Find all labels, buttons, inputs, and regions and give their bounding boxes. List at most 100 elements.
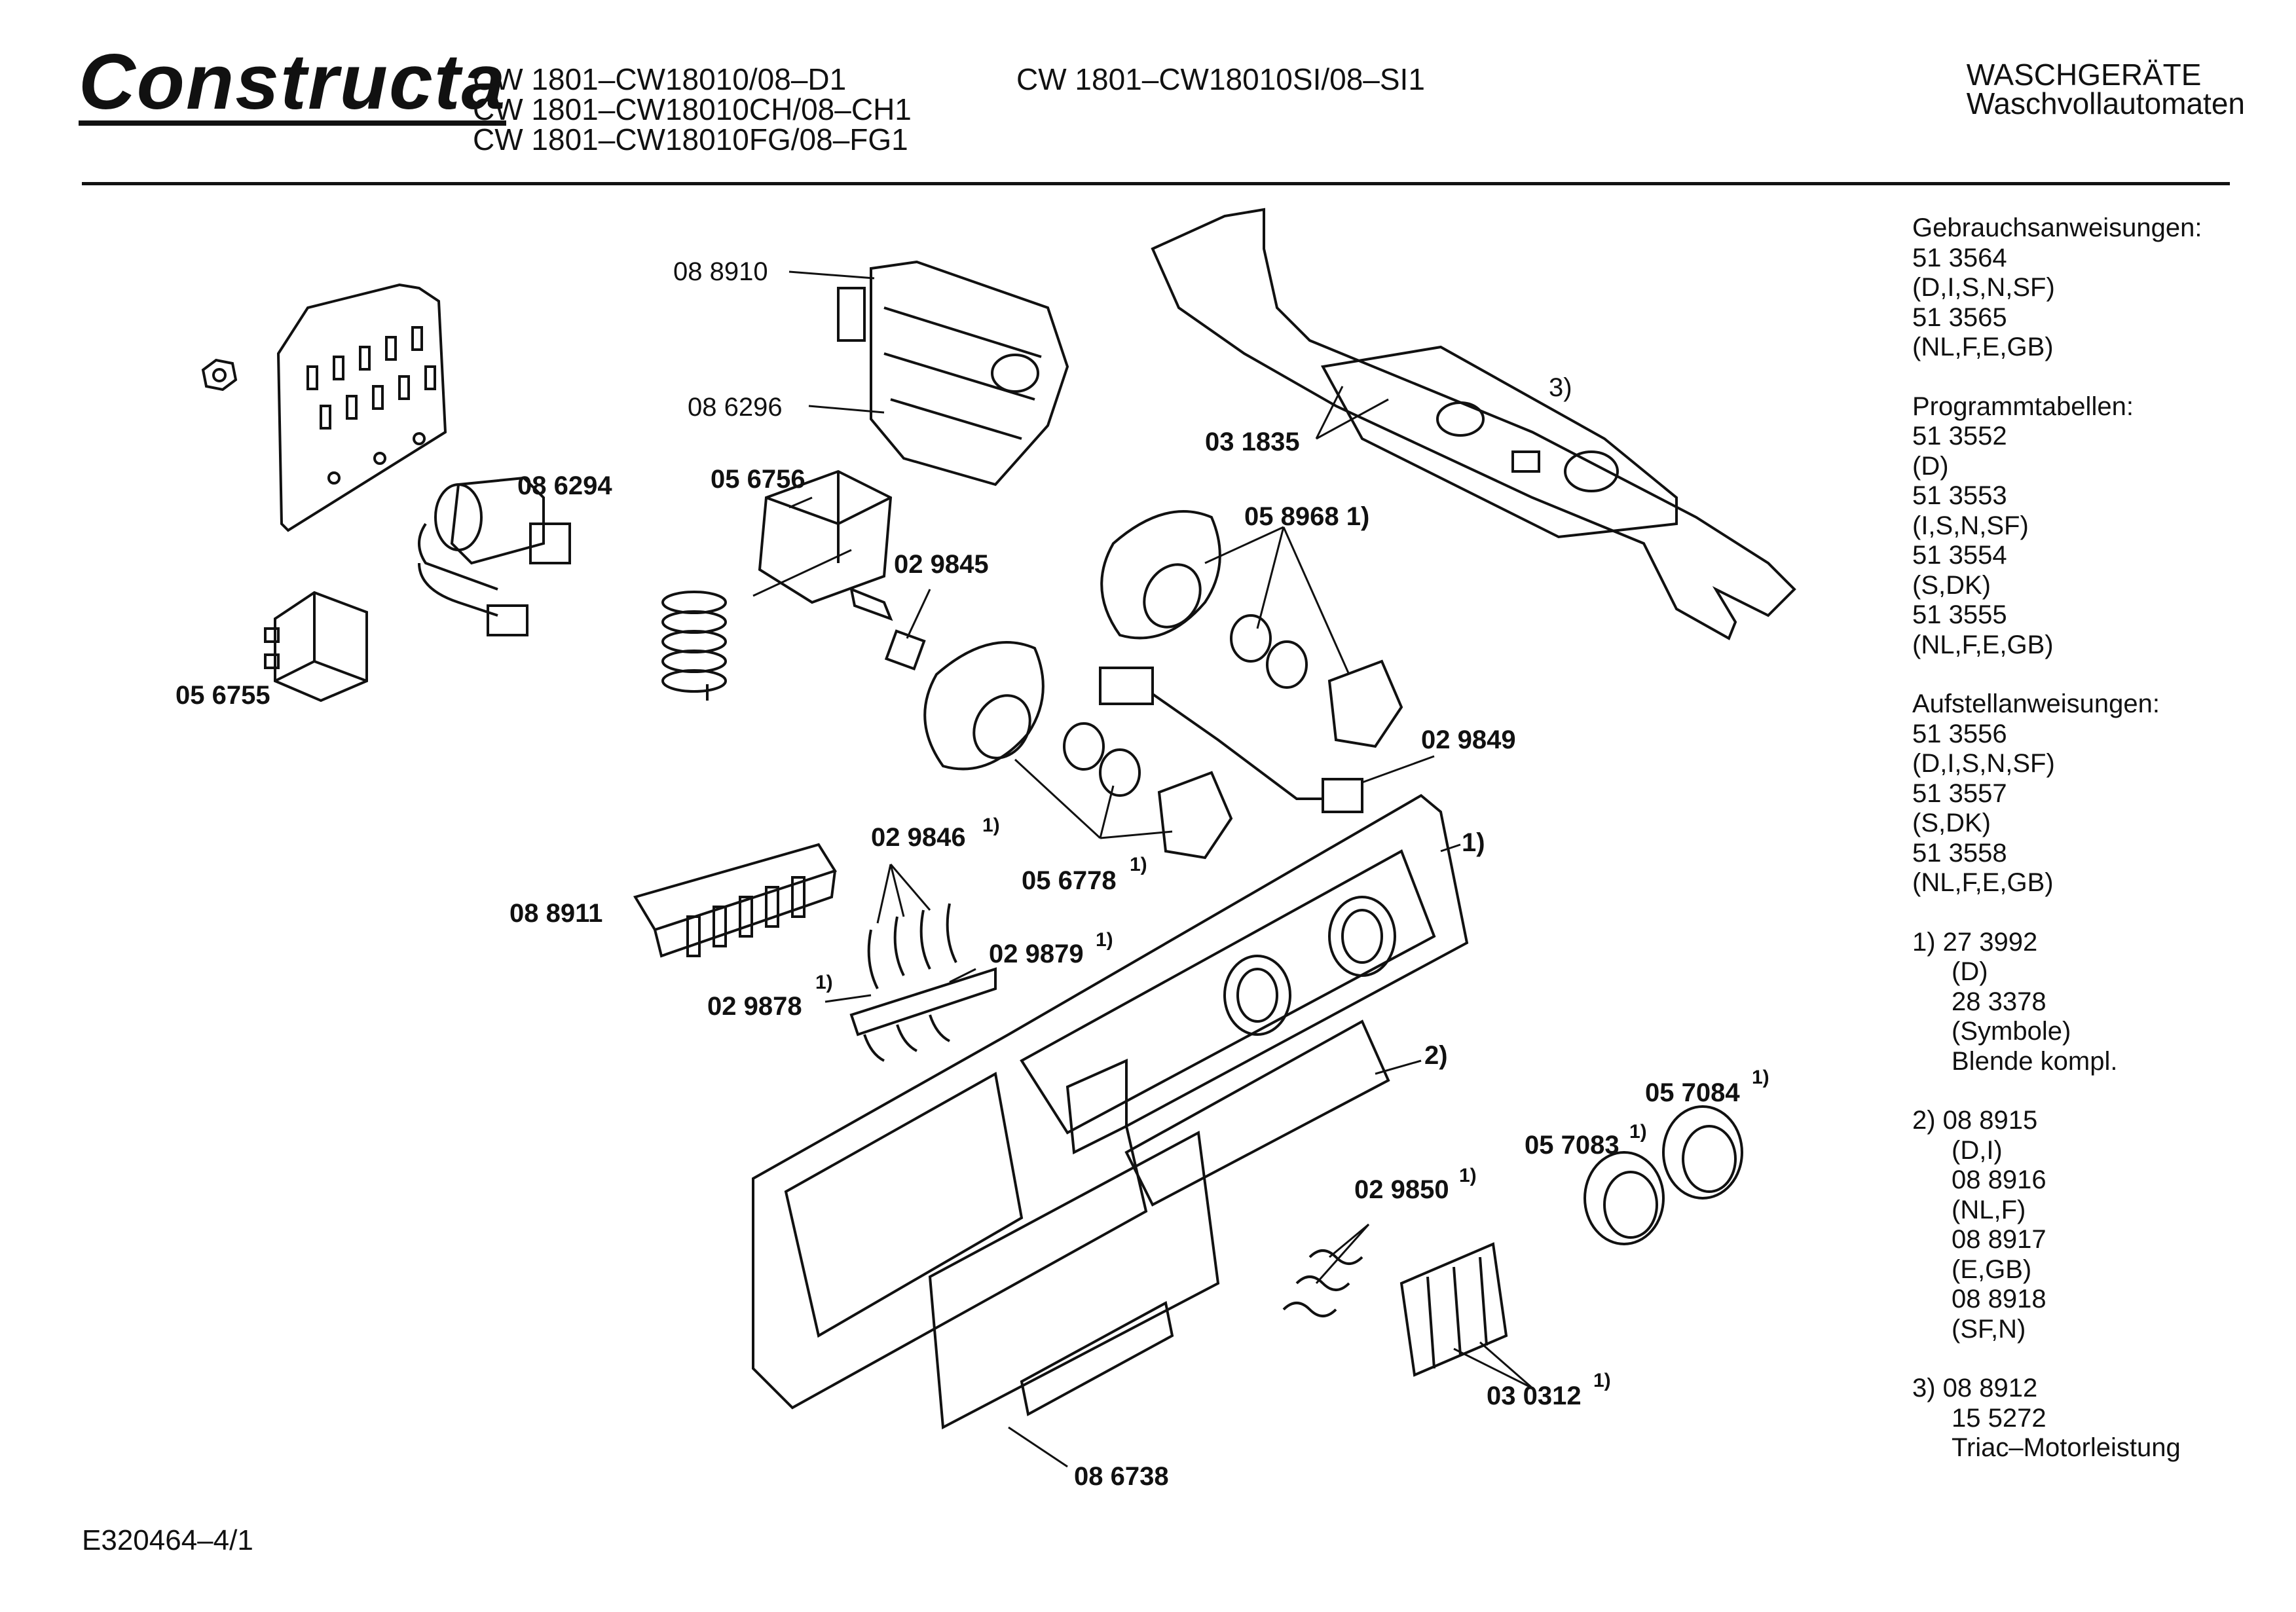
button-strip <box>1124 1019 1390 1207</box>
note-line: 08 8917 <box>1952 1225 2046 1254</box>
manuals-title: Gebrauchsanweisungen: <box>1912 213 2202 242</box>
model-line: CW 1801–CW18010SI/08–SI1 <box>1016 62 1425 96</box>
capacitor-part <box>418 476 571 636</box>
bracket-plate <box>276 283 447 532</box>
install-line: 51 3557 <box>1912 779 2007 808</box>
label-029850: 02 9850 <box>1354 1175 1449 1204</box>
label-note-3: 3) <box>1549 373 1572 402</box>
note-1-head: 1) 27 3992 <box>1912 927 2038 957</box>
label-029849: 02 9849 <box>1421 725 1516 754</box>
tables-title: Programmtabellen: <box>1912 392 2134 421</box>
document-reference: E320464–4/1 <box>82 1524 253 1556</box>
note-line: 08 8918 <box>1952 1285 2046 1313</box>
note-line: (D) <box>1952 957 1988 986</box>
note-line: Triac–Motorleistung <box>1952 1433 2181 1462</box>
superscript-note: 1) <box>1629 1121 1647 1143</box>
manual-line: 51 3564 <box>1912 243 2007 272</box>
table-line: 51 3553 <box>1912 481 2007 510</box>
knob-upper <box>1100 510 1221 640</box>
relay-part <box>264 591 368 703</box>
control-board <box>1151 208 1796 640</box>
manual-line: (NL,F,E,GB) <box>1912 333 2054 361</box>
control-panel-fascia <box>752 794 1469 1410</box>
label-056756: 05 6756 <box>711 465 805 494</box>
rotary-knob-left <box>1583 1151 1665 1245</box>
install-line: 51 3556 <box>1912 719 2007 748</box>
manual-line: 51 3565 <box>1912 302 2007 332</box>
label-note-1: 1) <box>1462 828 1485 857</box>
note-line: Blende kompl. <box>1952 1046 2118 1076</box>
install-line: (NL,F,E,GB) <box>1912 868 2054 897</box>
rotary-knob-right <box>1662 1105 1743 1200</box>
note-line: 08 8916 <box>1952 1165 2046 1194</box>
superscript-note: 1) <box>1752 1067 1769 1088</box>
door-cover <box>928 1130 1220 1430</box>
superscript-note: 1) <box>815 972 833 993</box>
model-line: CW 1801–CW18010CH/08–CH1 <box>473 92 912 126</box>
brand-logo: Constructa <box>79 38 507 126</box>
label-086738: 08 6738 <box>1074 1462 1169 1491</box>
connector-cable <box>1099 667 1363 813</box>
label-056778: 05 6778 <box>1022 866 1117 895</box>
install-line: (S,DK) <box>1912 809 1991 837</box>
table-line: 51 3555 <box>1912 600 2007 629</box>
label-029878: 02 9878 <box>707 992 802 1021</box>
contact-springs <box>849 903 997 1062</box>
spring-pins <box>1282 1249 1363 1317</box>
hex-nut <box>201 358 238 392</box>
note-line: (D,I) <box>1952 1135 2003 1165</box>
pushbuttons <box>1399 1242 1508 1377</box>
label-note-2: 2) <box>1424 1041 1448 1070</box>
table-line: (I,S,N,SF) <box>1912 511 2029 540</box>
subcategory: Waschvollautomaten <box>1966 86 2245 120</box>
leader-lines <box>752 270 1533 1468</box>
table-line: (D) <box>1912 451 1949 481</box>
label-056755: 05 6755 <box>176 681 270 710</box>
sidebar-parts-info: Gebrauchsanweisungen: 51 3564 (D,I,S,N,S… <box>1912 213 2202 1463</box>
small-coupling <box>884 629 926 671</box>
note-line: (Symbole) <box>1952 1017 2071 1046</box>
note-line: (E,GB) <box>1952 1255 2032 1284</box>
label-057084: 05 7084 <box>1645 1078 1740 1107</box>
model-line: CW 1801–CW18010FG/08–FG1 <box>473 122 908 156</box>
table-line: (S,DK) <box>1912 570 1991 600</box>
install-line: (D,I,S,N,SF) <box>1912 749 2055 778</box>
table-line: (NL,F,E,GB) <box>1912 630 2054 659</box>
category-block: WASCHGERÄTE Waschvollautomaten <box>1966 58 2245 120</box>
superscript-note: 1) <box>1096 929 1113 951</box>
model-line: CW 1801–CW18010/08–D1 <box>473 62 847 96</box>
model-list-right: CW 1801–CW18010SI/08–SI1 <box>1016 64 1425 94</box>
label-029879: 02 9879 <box>989 940 1084 968</box>
superscript-note: 1) <box>1459 1165 1477 1186</box>
note-line: (NL,F) <box>1952 1195 2026 1224</box>
label-058968: 05 8968 1) <box>1244 502 1369 531</box>
superscript-note: 1) <box>1593 1370 1611 1391</box>
label-029845: 02 9845 <box>894 550 989 579</box>
label-057083: 05 7083 <box>1525 1131 1620 1160</box>
install-line: 51 3558 <box>1912 838 2007 868</box>
label-086296: 08 6296 <box>688 393 783 422</box>
ring-set <box>1063 614 1403 860</box>
label-086294: 08 6294 <box>517 471 612 500</box>
manual-line: (D,I,S,N,SF) <box>1912 273 2055 302</box>
terminal-block <box>633 843 838 958</box>
programmer-unit <box>837 260 1069 486</box>
note-2-head: 2) 08 8915 <box>1912 1106 2038 1135</box>
model-list-left: CW 1801–CW18010/08–D1 CW 1801–CW18010CH/… <box>473 64 912 155</box>
note-line: (SF,N) <box>1952 1314 2026 1344</box>
note-3-head: 3) 08 8912 <box>1912 1374 2038 1402</box>
superscript-note: 1) <box>1130 854 1147 875</box>
header-divider <box>82 182 2230 185</box>
label-030312: 03 0312 <box>1487 1382 1582 1410</box>
spring-coil <box>661 591 727 701</box>
knob-lower <box>923 641 1045 771</box>
table-line: 51 3552 <box>1912 422 2007 450</box>
note-line: 15 5272 <box>1952 1403 2046 1433</box>
note-line: 28 3378 <box>1952 987 2046 1016</box>
category: WASCHGERÄTE <box>1966 58 2202 92</box>
label-031835: 03 1835 <box>1205 428 1300 456</box>
install-title: Aufstellanweisungen: <box>1912 689 2160 718</box>
label-029846: 02 9846 <box>871 823 966 852</box>
label-088911: 08 8911 <box>509 899 602 928</box>
